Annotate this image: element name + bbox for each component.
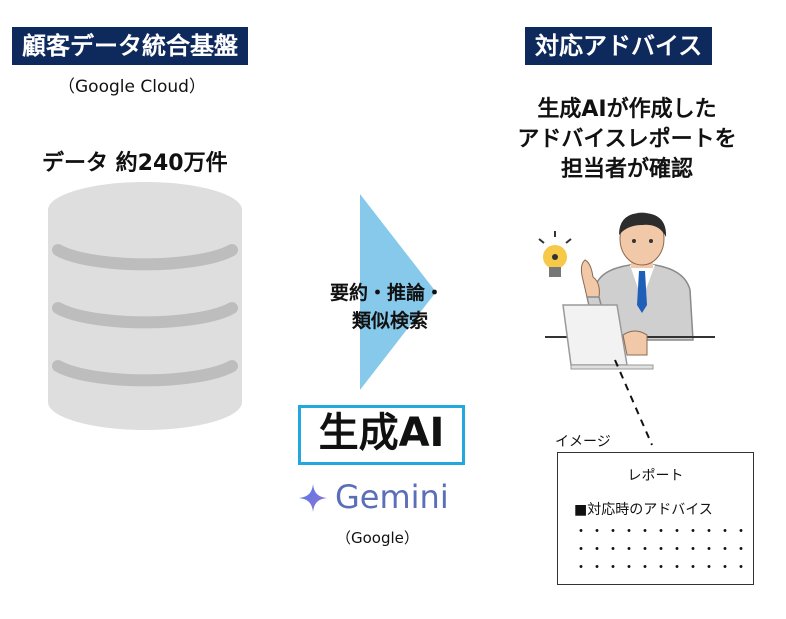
gemini-provider-label: （Google） [336,529,419,547]
report-dots-2: ・・・・・・・・・・・・・・・・・・ [574,542,744,558]
report-card: レポート ■対応時のアドバイス ・・・・・・・・・・・・・・・・・・ ・・・・・… [557,452,754,585]
report-dots-3: ・・・・・・・・・・・・・・・・・・ [574,560,744,576]
process-arrow-icon [360,194,436,390]
staff-person-icon [538,212,715,370]
database-icon [48,182,242,430]
lightbulb-icon [538,231,572,277]
advice-desc-line1: 生成AIが作成した [537,97,717,122]
image-note-label: イメージ [555,434,611,450]
dashed-connector [614,359,653,446]
process-label-line1: 要約・推論・ [330,282,445,304]
advice-desc-line3: 担当者が確認 [560,157,693,182]
gemini-sparkle-icon [299,484,327,512]
report-item: ■対応時のアドバイス [574,502,713,518]
report-title: レポート [627,468,684,484]
generative-ai-box: 生成AI [298,405,465,465]
data-count-label: データ 約240万件 [42,151,228,176]
advice-description: 生成AIが作成した アドバイスレポートを 担当者が確認 [497,95,757,185]
google-cloud-subtitle: （Google Cloud） [58,77,206,97]
process-label-line2: 類似検索 [352,310,429,332]
gemini-label: Gemini [335,478,449,516]
report-dots-1: ・・・・・・・・・・・・・・・・・・ [574,524,744,540]
advice-desc-line2: アドバイスレポートを [517,127,737,152]
advice-title: 対応アドバイス [525,27,713,65]
customer-data-platform-title: 顧客データ統合基盤 [12,27,248,65]
